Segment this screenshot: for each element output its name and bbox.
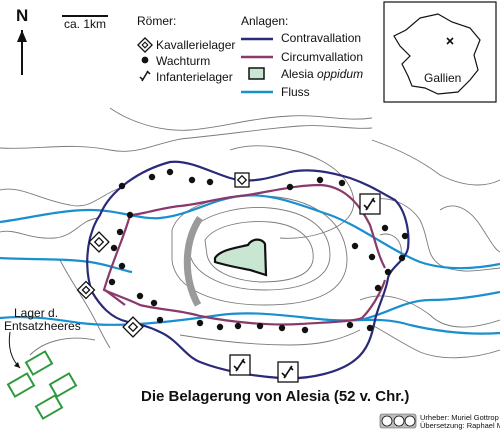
license-badge: [379, 413, 417, 429]
river-branch-se: [359, 290, 500, 322]
relief-army-camps: [6, 350, 78, 420]
circumvallation-line: [102, 183, 387, 326]
legend-fluss: Fluss: [281, 85, 310, 99]
grey-wall: [183, 216, 203, 307]
alesia-location-cross: [446, 37, 454, 45]
legend-circumvallation: Circumvallation: [281, 50, 364, 64]
legend-alesia-prefix: Alesia: [281, 67, 314, 81]
terrain-contours: [0, 107, 500, 359]
legend-alesia: Alesia oppidum: [281, 67, 363, 81]
river-south: [0, 312, 500, 335]
legend-contravallation: Contravallation: [281, 31, 362, 45]
relief-army-label-1: Lager d.: [14, 306, 59, 320]
north-label: N: [16, 6, 29, 25]
contravallation-line: [86, 160, 410, 380]
legend-anlagen-heading: Anlagen:: [241, 14, 289, 28]
relief-army-label-2: Entsatzheeres: [4, 319, 81, 333]
credit-author: Urheber: Muriel Gottrop: [420, 413, 499, 422]
north-arrow: [17, 30, 27, 75]
infantry-camps: [229, 193, 381, 383]
inset-map: [383, 1, 497, 103]
legend-wachturm: Wachturm: [156, 54, 211, 68]
legend-alesia-oppidum: oppidum: [317, 67, 364, 81]
legend-infanterielager: Infanterielager: [156, 70, 233, 84]
relief-arrow: [8, 331, 21, 369]
legend-roemer-heading: Römer:: [137, 14, 177, 28]
cavalry-camps: [76, 172, 250, 338]
legend-kavallerielager: Kavallerielager: [156, 38, 236, 52]
legend-symbols: [137, 37, 273, 94]
relief-arrow-head: [14, 362, 20, 368]
france-outline: [393, 13, 481, 95]
river-middle: [0, 256, 133, 274]
alesia-oppidum: [213, 238, 268, 277]
inset-gallien-label: Gallien: [424, 71, 462, 85]
credit-translation: Übersetzung: Raphael Michel: [420, 421, 500, 430]
map-title: Die Belagerung von Alesia (52 v. Chr.): [141, 388, 410, 405]
scale-label: ca. 1km: [64, 17, 107, 31]
watchtowers: [108, 168, 409, 334]
